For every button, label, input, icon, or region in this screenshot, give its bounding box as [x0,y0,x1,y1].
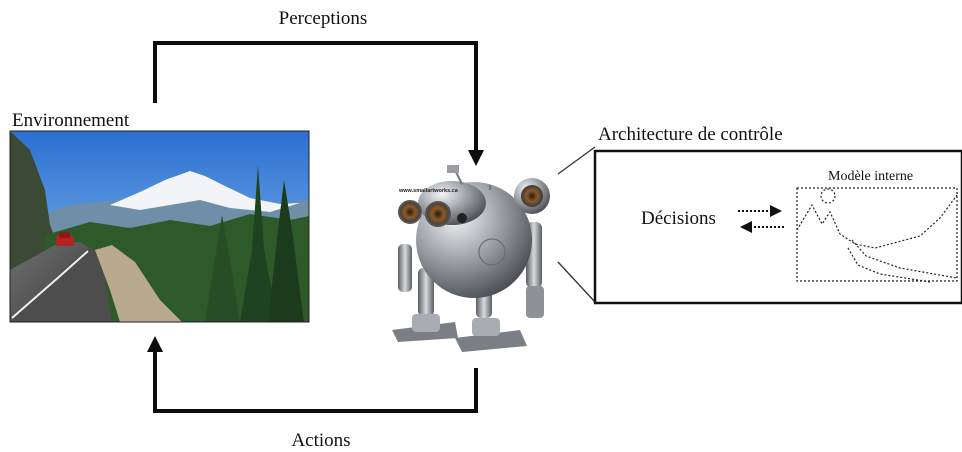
internal-model-label: Modèle interne [828,169,913,184]
actions-arrowhead [147,336,163,352]
environment-label: Environnement [12,110,130,131]
perceptions-label: Perceptions [279,8,368,29]
architecture-label: Architecture de contrôle [598,124,783,145]
zoom-line-top [557,146,596,175]
decisions-label: Décisions [641,208,716,229]
actions-label: Actions [291,430,350,451]
environment-photo [9,130,310,323]
internal-model-sketch [796,187,958,283]
robot-illustration: www.smallartworks.ca [392,165,550,352]
robot-url-text: www.smallartworks.ca [398,188,459,194]
perceptions-arrowhead [468,150,484,166]
zoom-line-bottom [557,261,596,303]
actions-loop-arrow [153,350,478,413]
perceptions-loop-arrow [153,41,478,152]
